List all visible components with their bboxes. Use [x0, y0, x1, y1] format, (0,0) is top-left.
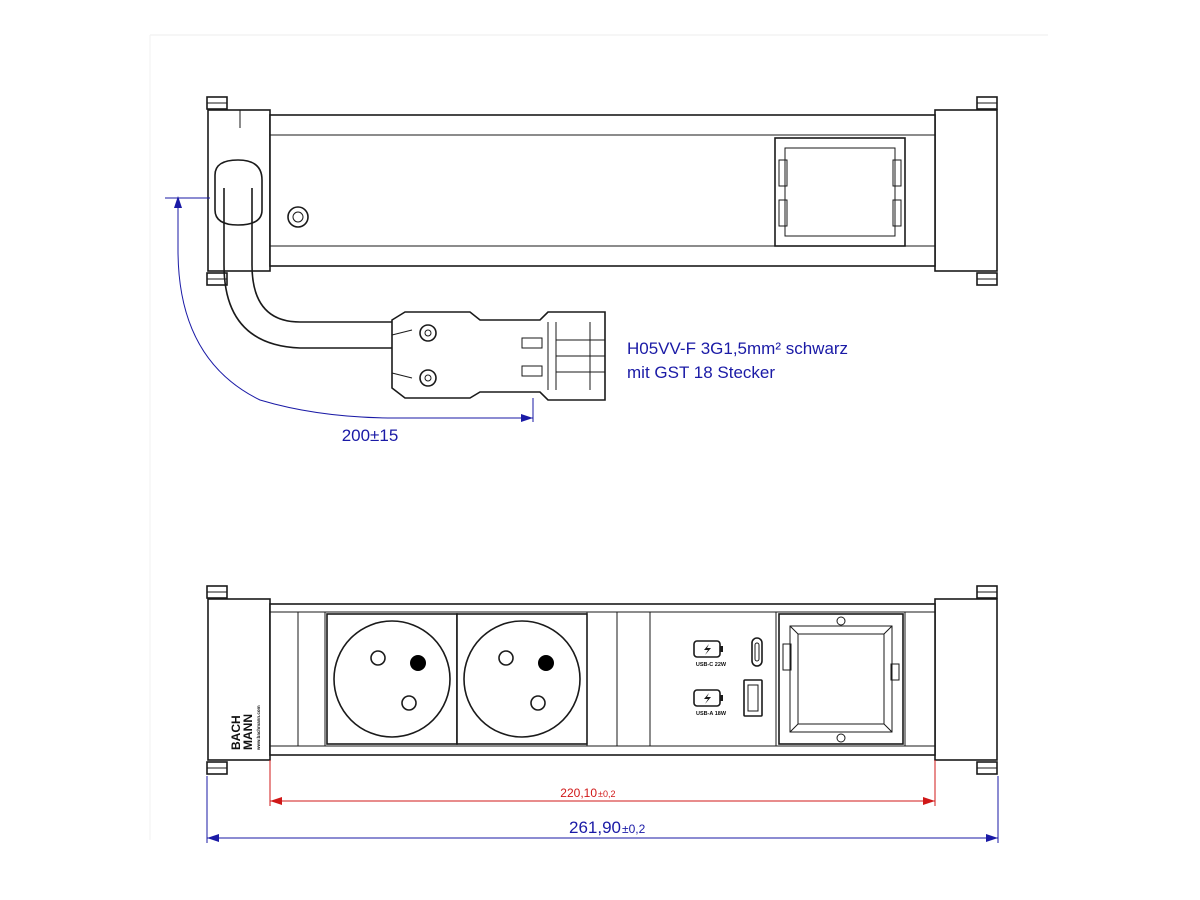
- right-end-cap-front: [934, 585, 998, 775]
- usb-c-charge-icon: [693, 640, 723, 658]
- right-end-cap-top: [934, 96, 998, 286]
- usb-c-port-tongue: [754, 642, 760, 662]
- front-view: USB-C 22W USB-A 18W BAC: [206, 585, 999, 843]
- usb-a-charge-icon: [693, 689, 723, 707]
- gst18-connector: [391, 311, 606, 401]
- inner-length-value: 220,10: [560, 786, 597, 800]
- usb-a-port-tongue: [747, 684, 759, 712]
- socket-pin-hole-icon: [530, 695, 546, 711]
- earth-pin-icon: [410, 655, 426, 671]
- brand-line1: BACH: [229, 715, 243, 750]
- brand-line2: MANN: [241, 714, 255, 750]
- inner-length-dimension: [269, 760, 936, 806]
- left-end-cap-front: [206, 585, 271, 775]
- cable-spec-line2: mit GST 18 Stecker: [627, 363, 775, 382]
- module-frame-front: [778, 613, 904, 745]
- outer-length-tolerance: ±0,2: [622, 822, 646, 836]
- outer-length-dimension: [206, 776, 999, 843]
- earth-pin-icon: [538, 655, 554, 671]
- socket-pin-hole-icon: [401, 695, 417, 711]
- socket-2: [456, 613, 588, 745]
- cable-grommet: [214, 159, 263, 226]
- usb-a-label: USB-A 18W: [696, 711, 727, 717]
- cable-length-label: 200±15: [342, 426, 399, 445]
- inner-length-tolerance: ±0,2: [598, 789, 615, 799]
- brand-logo: BACH MANN www.bachmann.com: [229, 705, 261, 751]
- top-view: 200±15 H05VV-F 3G1,5mm² schwarz mit GST …: [165, 96, 998, 445]
- socket-1: [326, 613, 458, 745]
- cable: [223, 188, 392, 349]
- screw-icon: [287, 206, 309, 228]
- outer-length-value: 261,90: [569, 818, 621, 837]
- module-frame-top: [774, 137, 906, 247]
- socket-pin-hole-icon: [370, 650, 386, 666]
- usb-module: USB-C 22W USB-A 18W: [693, 637, 763, 717]
- brand-url: www.bachmann.com: [256, 705, 261, 751]
- usb-c-port: [751, 637, 763, 667]
- usb-c-label: USB-C 22W: [696, 662, 727, 668]
- socket-pin-hole-icon: [498, 650, 514, 666]
- cable-length-dimension: [165, 196, 534, 422]
- cable-spec-line1: H05VV-F 3G1,5mm² schwarz: [627, 339, 848, 358]
